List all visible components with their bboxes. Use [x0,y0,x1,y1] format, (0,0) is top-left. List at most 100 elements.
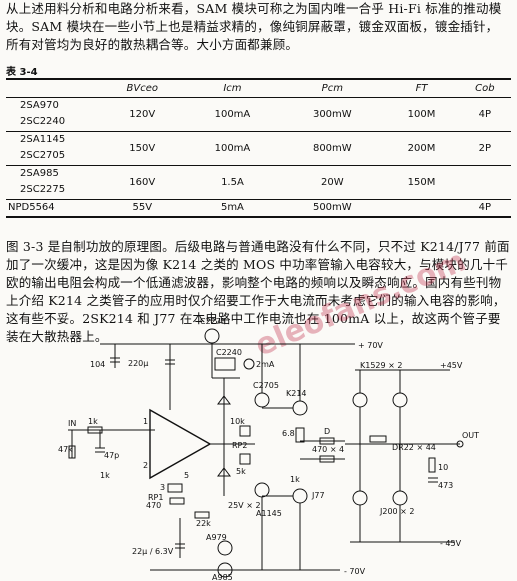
potentiometer-5k [239,453,251,465]
resistor-22k [194,511,210,519]
mosfet-j77 [292,488,308,504]
capacitor-6-8 [295,427,305,443]
label-a979: A979 [206,533,227,542]
label-dr22: DR22 × 44 [392,443,436,452]
table-cell: 1.5A [221,176,244,188]
label-a1145: A1145 [256,509,282,518]
label-k1529: K1529 × 2 [360,361,402,370]
current-source-2ma [243,358,255,370]
label-j200: J200 × 2 [379,507,415,516]
label-in: IN [68,419,76,428]
label-c220u: 220μ [128,359,148,368]
label-473: 473 [438,481,453,490]
table-header-icm: Icm [223,82,242,94]
label-pin-3: 3 [160,483,165,492]
label-pin-2: 2 [143,461,148,470]
label-470: 470 [146,501,161,510]
mosfet-j200 [392,490,408,506]
label-out: OUT [462,431,479,440]
table-cell: 100mA [214,142,251,154]
mosfet-k1529 [392,392,408,408]
resistor-dr22 [369,435,387,443]
intro-paragraph: 从上述用料分析和电路分析来看，SAM 模块可称之为国内唯一合乎 Hi-Fi 标准… [6,1,502,52]
label-minus-70v: - 70V [344,567,366,576]
mosfet-j200 [352,490,368,506]
table-header-cob: Cob [475,82,495,94]
label-470-x4: 470 × 4 [312,445,344,454]
description-paragraph: 图 3-3 是自制功放的原理图。后级电路与普通电路没有什么不同，只不过 K214… [6,239,510,344]
resistor-10 [428,457,436,473]
table-header-row: BVceo Icm Pcm FT Cob [6,79,511,97]
label-c104: 104 [90,360,105,369]
label-plus-45v: +45V [440,361,463,370]
table-cell-model: NPD5564 [8,201,55,213]
table-cell: 150M [407,176,436,188]
resistor-470 [169,497,185,505]
table-row: NPD5564 55V 5mA 500mW 4P [6,199,511,217]
label-10k: 10k [230,417,245,426]
label-1k: 1k [88,417,98,426]
label-22u-6-3v: 22μ / 6.3V [132,547,174,556]
label-10: 10 [438,463,448,472]
label-d: D [324,427,330,436]
table-cell: 5mA [220,202,244,213]
label-1k-feedback: 1k [100,471,110,480]
transistor-c2240 [214,357,236,371]
label-pin-1: 1 [143,417,148,426]
transistor-a985 [217,562,233,578]
label-rp1: RP1 [148,493,163,502]
transistor-a1145 [254,482,270,498]
label-pin-5: 5 [184,471,189,480]
potentiometer-rp1 [167,483,183,493]
table-cell: 300mW [312,108,352,120]
table-header-pcm: Pcm [321,82,343,94]
table-cell: 100mA [214,108,251,120]
resistor-1k-input [87,426,103,434]
mosfet-k1529 [352,392,368,408]
table-caption: 表 3-4 [6,67,38,78]
label-6-8: 6.8 [282,429,295,438]
resistor-10k [239,425,251,437]
transistor-c2705 [254,392,270,408]
label-25v-x2: 25V × 2 [228,501,261,510]
transistor-a979 [217,540,233,556]
table-cell: 100M [407,108,436,120]
table-cell: 120V [129,108,156,120]
table-cell: 55V [132,202,153,213]
table-cell: 4P [478,108,492,120]
table-cell: 200M [407,142,436,154]
table-cell [384,199,458,217]
label-c2240: C2240 [216,348,242,357]
label-47k: 47k [58,445,73,454]
label-plus-70v: + 70V [358,341,383,350]
table-cell: 150V [129,142,156,154]
table-header-bvceo: BVceo [126,82,159,94]
mosfet-k214 [292,400,308,416]
label-j77: J77 [311,491,325,500]
op-amp-module [149,408,212,480]
label-1k-lower: 1k [290,475,300,484]
label-c2705: C2705 [253,381,279,390]
resistor-47k [68,445,76,459]
label-c2275: C2275 [200,318,226,326]
label-5k: 5k [236,467,246,476]
table-cell: 2P [478,142,492,154]
label-2ma: 2mA [256,360,275,369]
label-minus-45v: - 45V [440,539,462,548]
label-22k: 22k [196,519,211,528]
label-47p: 47p [104,451,119,460]
table-header-ft: FT [415,82,428,94]
amplifier-schematic: 104 220μ C2275 C2240 2mA C2705 + 70V K21… [58,318,479,581]
table-cell: 4P [478,202,492,213]
table-cell: 20W [321,176,344,188]
label-k214: K214 [286,389,307,398]
transistor-c2275 [204,328,220,344]
table-cell: 160V [129,176,156,188]
